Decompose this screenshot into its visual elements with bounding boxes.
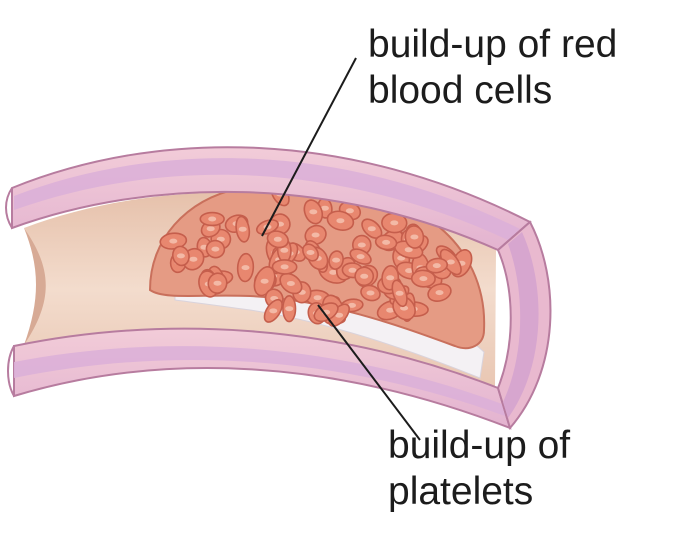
- red-blood-cell-center: [335, 312, 344, 318]
- red-blood-cell-center: [435, 290, 444, 296]
- red-blood-cell-center: [320, 205, 329, 211]
- red-blood-cell-center: [286, 281, 295, 286]
- vessel-wall-lower-band: [14, 346, 505, 416]
- red-blood-cells: [159, 181, 473, 327]
- red-blood-cell-center: [382, 239, 391, 245]
- red-blood-cell-center: [241, 265, 250, 271]
- red-blood-cell-center: [357, 242, 366, 248]
- red-blood-cell-center: [309, 209, 318, 215]
- red-blood-cell-center: [366, 290, 375, 296]
- label-red-blood-cells-line2: blood cells: [368, 69, 553, 112]
- red-blood-cell-center: [176, 253, 185, 259]
- label-platelets-line1: build-up of: [388, 424, 571, 467]
- red-blood-cell-center: [395, 290, 404, 296]
- red-blood-cell-center: [273, 236, 282, 242]
- leader-line-platelets: [317, 304, 421, 441]
- red-blood-cell-center: [386, 307, 395, 313]
- red-blood-cell-center: [446, 259, 455, 265]
- red-blood-cell-center: [405, 268, 414, 274]
- leader-line-red-blood-cells: [261, 57, 357, 237]
- red-blood-cell-center: [208, 216, 217, 222]
- red-blood-cell-center: [329, 269, 338, 275]
- label-platelets-line2: platelets: [388, 470, 534, 513]
- red-blood-cell-center: [360, 273, 369, 279]
- red-blood-cell-center: [404, 247, 413, 253]
- red-blood-cell-center: [285, 306, 294, 312]
- vessel-left-rim: [5, 187, 15, 397]
- red-blood-cell-center: [280, 247, 289, 253]
- red-blood-cell-center: [189, 256, 198, 262]
- red-blood-cell-center: [213, 280, 222, 286]
- red-blood-cell-center: [280, 264, 289, 270]
- red-blood-cell-center: [345, 208, 354, 214]
- red-blood-cell-center: [169, 238, 178, 244]
- red-blood-cell-center: [367, 226, 376, 232]
- red-blood-cell-center: [419, 276, 428, 282]
- vessel-opening-shadow: [24, 228, 46, 345]
- vessel-cut-end-band: [503, 232, 539, 418]
- vessel-wall-upper-band: [14, 158, 520, 240]
- label-red-blood-cells-line1: build-up of red: [368, 23, 618, 66]
- red-blood-cell-center: [260, 278, 269, 284]
- red-blood-cell-center: [336, 218, 345, 224]
- red-blood-cell-center: [306, 250, 315, 255]
- red-blood-cell-center: [348, 302, 356, 308]
- red-blood-cell-center: [390, 220, 399, 226]
- red-blood-cell-center: [269, 308, 278, 314]
- red-blood-cell-center: [313, 295, 322, 301]
- red-blood-cell-center: [238, 226, 247, 232]
- red-blood-cell-center: [356, 254, 365, 260]
- red-blood-cell-center: [311, 232, 320, 238]
- red-blood-cell-center: [432, 263, 441, 269]
- red-blood-cell-center: [206, 226, 215, 232]
- red-blood-cell-center: [348, 267, 357, 273]
- red-blood-cell-center: [332, 257, 341, 263]
- red-blood-cell-center: [386, 275, 395, 281]
- red-blood-cell-center: [410, 234, 419, 240]
- red-blood-cell-center: [211, 246, 220, 252]
